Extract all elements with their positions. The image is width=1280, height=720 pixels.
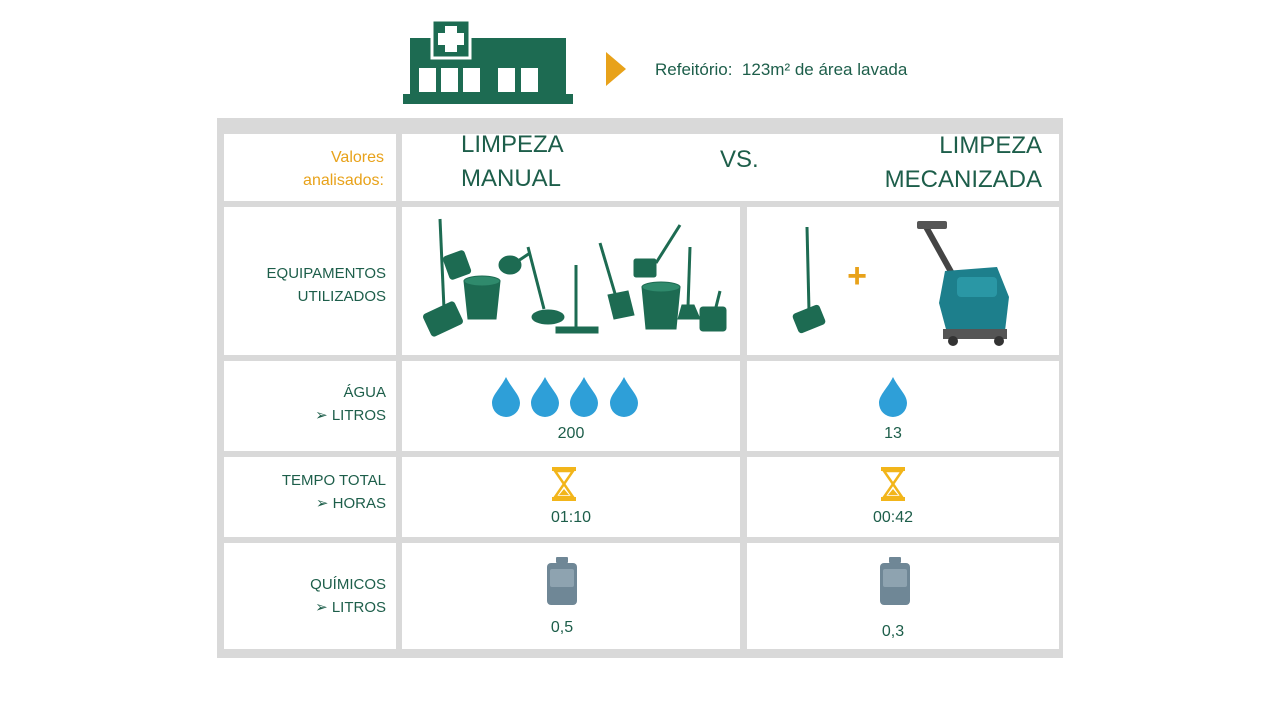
bullet-arrow-icon: ➢ xyxy=(315,407,328,424)
vs-label: VS. xyxy=(720,146,759,173)
manual-title-line2: MANUAL xyxy=(461,165,562,192)
svg-text:+: + xyxy=(847,257,867,295)
mechanized-chemicals-cell: 0,3 xyxy=(747,543,1059,649)
manual-chemicals-cell: 0,5 xyxy=(402,543,740,649)
hourglass-icon xyxy=(552,467,576,501)
mechanized-equipment-cell: + xyxy=(747,207,1059,355)
manual-title-line1: LIMPEZA xyxy=(461,131,564,158)
time-label-line1: TEMPO TOTAL xyxy=(281,472,386,489)
corner-label-cell: Valores analisados: xyxy=(224,134,396,201)
floor-scrubber-icon xyxy=(917,221,1009,346)
manual-equipment-cell xyxy=(402,207,740,355)
corner-label-line2: analisados: xyxy=(303,172,384,189)
time-label-line2: ➢ HORAS xyxy=(315,495,386,512)
mechanized-chemicals-value: 0,3 xyxy=(881,623,905,640)
triangle-right-icon xyxy=(606,52,626,86)
mech-title-line2: MECANIZADA xyxy=(884,166,1042,193)
equipment-label-line1: EQUIPAMENTOS xyxy=(266,265,386,282)
mechanized-time-cell: 00:42 xyxy=(747,457,1059,537)
manual-cleaning-tools-icon xyxy=(423,218,727,337)
water-drop-icon xyxy=(879,377,907,417)
bullet-arrow-icon: ➢ xyxy=(315,495,329,512)
plus-sign: + xyxy=(847,257,867,295)
water-label-line2: ➢ LITROS xyxy=(315,407,386,424)
chemical-canister-icon xyxy=(547,557,577,605)
mechanized-water-cell: 13 xyxy=(747,361,1059,451)
mechanized-title: LIMPEZA MECANIZADA xyxy=(885,129,1042,197)
water-drops-icon xyxy=(492,377,638,417)
manual-title: LIMPEZA MANUAL xyxy=(461,128,564,196)
chemicals-label-line1: QUÍMICOS xyxy=(310,576,386,593)
water-label-cell: ÁGUA ➢ LITROS xyxy=(224,361,396,451)
mechanized-cleaning-tools-icon: + xyxy=(792,221,1009,346)
equipment-label-cell: EQUIPAMENTOS UTILIZADOS xyxy=(224,207,396,355)
water-label-line1: ÁGUA xyxy=(343,384,386,401)
corner-label-line1: Valores xyxy=(330,149,384,166)
hourglass-icon xyxy=(881,467,905,501)
header-titles-cell: LIMPEZA MANUAL VS. LIMPEZA MECANIZADA xyxy=(402,131,1059,201)
mech-title-line1: LIMPEZA xyxy=(939,132,1042,159)
chemicals-label-line2: ➢ LITROS xyxy=(315,599,386,616)
manual-time-cell: 01:10 xyxy=(402,457,740,537)
manual-time-value: 01:10 xyxy=(550,509,592,526)
manual-chemicals-value: 0,5 xyxy=(550,619,574,636)
comparison-table: Valores analisados: LIMPEZA MANUAL VS. L… xyxy=(217,118,1063,658)
chemical-canister-icon xyxy=(880,557,910,605)
first-aid-building-icon xyxy=(403,20,573,104)
bullet-arrow-icon: ➢ xyxy=(315,599,328,616)
mechanized-time-value: 00:42 xyxy=(872,509,914,526)
manual-water-cell: 200 xyxy=(402,361,740,451)
chemicals-label-cell: QUÍMICOS ➢ LITROS xyxy=(224,543,396,649)
area-description: Refeitório: 123m² de área lavada xyxy=(655,60,908,79)
mechanized-water-value: 13 xyxy=(884,425,902,442)
manual-water-value: 200 xyxy=(557,425,585,442)
equipment-label-line2: UTILIZADOS xyxy=(297,288,386,305)
time-label-cell: TEMPO TOTAL ➢ HORAS xyxy=(224,457,396,537)
